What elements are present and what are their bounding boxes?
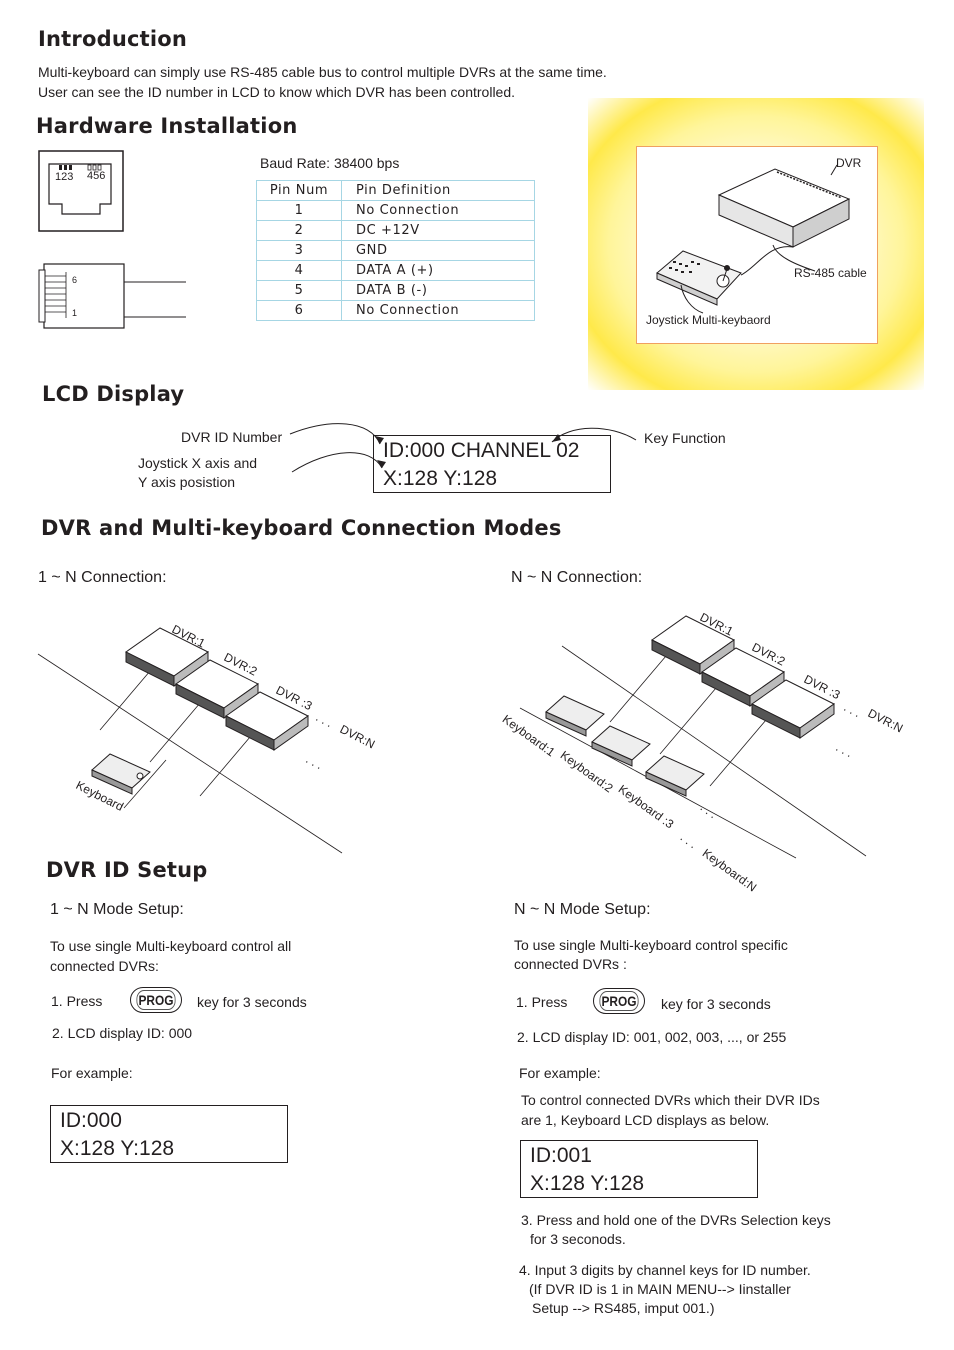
n-to-n-example-line-2: are 1, Keyboard LCD displays as below. [521,1112,770,1128]
table-row: 6 No Connection [256,300,535,321]
rj-connector-front [38,150,124,232]
table-row: 2 DC +12V [256,220,535,241]
lcd-line-2: X:128 Y:128 [530,1172,645,1195]
one-to-n-heading: 1 ~ N Connection: [38,569,167,586]
prog-button[interactable]: PROG [130,987,182,1013]
n-to-n-setup-heading: N ~ N Mode Setup: [514,901,651,918]
lcd-display-title: LCD Display [42,382,185,406]
joystick-label-line-2: Y axis posistion [138,474,236,490]
table-cell: 6 [256,300,342,321]
one-to-n-setup-heading: 1 ~ N Mode Setup: [50,901,184,918]
connection-modes-title: DVR and Multi-keyboard Connection Modes [41,516,562,540]
table-row: 5 DATA B (-) [256,280,535,301]
n-to-n-step-2: 2. LCD display ID: 001, 002, 003, ..., o… [517,1029,787,1045]
one-to-n-diagram [37,627,343,854]
diagram-keyboard-label: Joystick Multi-keybaord [646,313,771,327]
n-to-n-step-4-line-1: 4. Input 3 digits by channel keys for ID… [519,1262,811,1278]
key-function-label: Key Function [644,430,726,446]
n-to-n-step-1-suffix: key for 3 seconds [661,996,771,1012]
n-to-n-lcd-example: ID:001 X:128 Y:128 [520,1140,758,1198]
table-cell: 2 [256,220,342,241]
connector-left-pins: 123 [55,171,74,183]
introduction-title: Introduction [38,27,188,51]
id-setup-title: DVR ID Setup [46,858,208,882]
table-cell: GND [341,240,535,261]
one-to-n-lcd-example: ID:000 X:128 Y:128 [50,1105,288,1163]
hardware-diagram-box [636,146,878,344]
prog-button[interactable]: PROG [593,988,645,1014]
n-to-n-intro-line-1: To use single Multi-keyboard control spe… [514,937,788,953]
n-to-n-step-4-line-2: (If DVR ID is 1 in MAIN MENU--> Iinstall… [529,1281,791,1297]
pin-table: Pin Num Pin Definition 1 No Connection 2… [256,180,535,321]
n-to-n-example: For example: [519,1065,601,1081]
table-cell: 1 [256,200,342,221]
n-to-n-intro-line-2: connected DVRs : [514,956,627,972]
connector-pin-6: 6 [72,275,78,285]
n-to-n-diagram [519,615,867,859]
table-cell: DATA A (+) [341,260,535,281]
one-to-n-intro-line-1: To use single Multi-keyboard control all [50,938,292,954]
introduction-line-1: Multi-keyboard can simply use RS-485 cab… [38,64,607,80]
lcd-callout-arrows [289,423,637,473]
table-row: 3 GND [256,240,535,261]
n-to-n-step-1-prefix: 1. Press [516,994,568,1010]
n-to-n-heading: N ~ N Connection: [511,569,643,586]
lcd-line-2: X:128 Y:128 [383,467,498,490]
introduction-line-2: User can see the ID number in LCD to kno… [38,84,516,100]
table-cell: No Connection [341,300,535,321]
table-row: 1 No Connection [256,200,535,221]
prog-button-label: PROG [136,990,176,1010]
table-cell: 5 [256,280,342,301]
connector-right-pins: 456 [87,170,106,182]
n-to-n-step-3-line-2: for 3 seconods. [530,1231,626,1247]
table-cell: DC +12V [341,220,535,241]
joystick-label-line-1: Joystick X axis and [138,455,258,471]
baud-rate: Baud Rate: 38400 bps [260,155,400,171]
n-to-n-step-4-line-3: Setup --> RS485, imput 001.) [532,1300,715,1316]
one-to-n-example: For example: [51,1065,133,1081]
table-cell: 4 [256,260,342,281]
table-header-pin-definition: Pin Definition [341,180,535,201]
table-cell: No Connection [341,200,535,221]
one-to-n-step-1-prefix: 1. Press [51,993,103,1009]
one-to-n-step-2: 2. LCD display ID: 000 [52,1025,193,1041]
diagram-cable-label: RS-485 cable [794,266,867,280]
dvr-id-number-label: DVR ID Number [181,429,283,445]
lcd-line-1: ID:000 CHANNEL 02 [383,439,580,462]
n-to-n-step-3-line-1: 3. Press and hold one of the DVRs Select… [521,1212,831,1228]
diagram-dvr-label: DVR [836,156,862,170]
rj-connector-side [38,262,188,332]
connector-pin-1: 1 [72,308,78,318]
one-to-n-intro-line-2: connected DVRs: [50,958,159,974]
table-row: 4 DATA A (+) [256,260,535,281]
table-cell: DATA B (-) [341,280,535,301]
lcd-line-1: ID:001 [530,1144,592,1167]
prog-button-label: PROG [599,991,639,1011]
hardware-title: Hardware Installation [36,114,298,138]
lcd-line-1: ID:000 [60,1109,122,1132]
n-to-n-example-line-1: To control connected DVRs which their DV… [521,1092,820,1108]
one-to-n-step-1-suffix: key for 3 seconds [197,994,307,1010]
table-header-pin-num: Pin Num [256,180,342,201]
lcd-display-screen: ID:000 CHANNEL 02 X:128 Y:128 [373,435,611,493]
table-header-row: Pin Num Pin Definition [256,180,535,201]
table-cell: 3 [256,240,342,261]
dvr-keyboard-illustration [656,164,851,314]
lcd-line-2: X:128 Y:128 [60,1137,175,1160]
